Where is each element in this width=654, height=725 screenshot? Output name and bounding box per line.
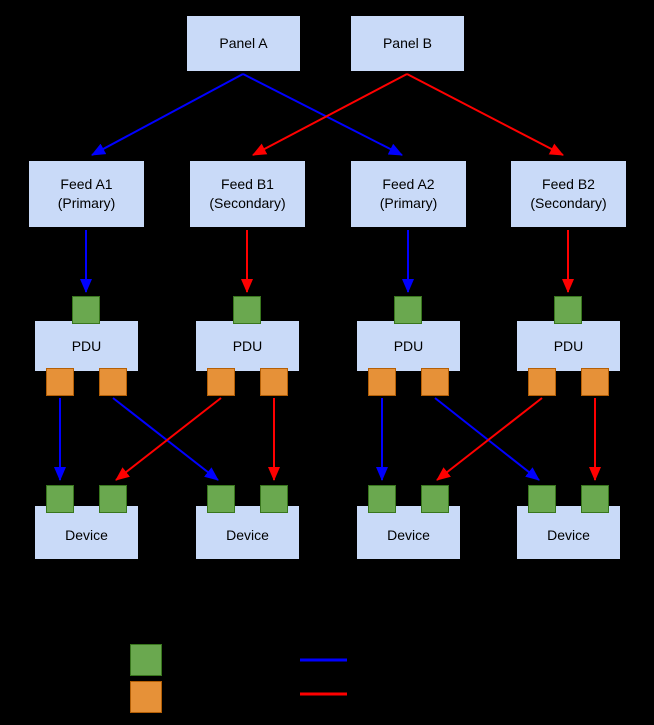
feed-a2-box: Feed A2 (Primary) (350, 160, 467, 228)
feed-b1-box: Feed B1 (Secondary) (189, 160, 306, 228)
device1-input-port-left (46, 485, 74, 513)
device4-input-port-left (528, 485, 556, 513)
device3-label: Device (387, 527, 430, 544)
pdu3-output-port-left (368, 368, 396, 396)
pdu3-output-port-right (421, 368, 449, 396)
arrow-pdu2-to-device1 (115, 397, 222, 481)
legend-output-port-swatch (130, 681, 162, 713)
arrow-pdu3-to-device4 (434, 397, 540, 481)
pdu4-output-port-right (581, 368, 609, 396)
feed-b2-box: Feed B2 (Secondary) (510, 160, 627, 228)
device2-input-port-left (207, 485, 235, 513)
pdu1-input-port (72, 296, 100, 324)
pdu2-label: PDU (232, 337, 263, 354)
arrow-pdu1-to-device2 (112, 397, 219, 481)
pdu2-output-port-right (260, 368, 288, 396)
panel-b-box: Panel B (350, 15, 465, 72)
feed-b1-role: (Secondary) (209, 195, 286, 211)
pdu4-output-port-left (528, 368, 556, 396)
pdu3-box: PDU (356, 320, 461, 372)
device4-input-port-right (581, 485, 609, 513)
arrow-pdu4-to-device3 (436, 397, 543, 481)
legend-input-port-swatch (130, 644, 162, 676)
pdu4-box: PDU (516, 320, 621, 372)
device3-input-port-right (421, 485, 449, 513)
feed-a2-name: Feed A2 (382, 176, 435, 193)
device1-input-port-right (99, 485, 127, 513)
arrow-panel-a-to-feed-a2 (242, 73, 403, 156)
arrow-panel-b-to-feed-b2 (406, 73, 564, 156)
panel-b-label: Panel B (382, 35, 433, 52)
pdu1-box: PDU (34, 320, 139, 372)
feed-a1-box: Feed A1 (Primary) (28, 160, 145, 228)
feed-b2-name: Feed B2 (542, 176, 595, 193)
pdu1-output-port-right (99, 368, 127, 396)
pdu4-label: PDU (553, 337, 584, 354)
pdu3-label: PDU (393, 337, 424, 354)
device2-label: Device (226, 527, 269, 544)
device1-label: Device (65, 527, 108, 544)
feed-b2-role: (Secondary) (530, 195, 607, 211)
device4-label: Device (547, 527, 590, 544)
device2-input-port-right (260, 485, 288, 513)
device3-box: Device (356, 505, 461, 560)
pdu1-label: PDU (71, 337, 102, 354)
pdu1-output-port-left (46, 368, 74, 396)
panel-a-label: Panel A (219, 35, 268, 52)
arrow-panel-b-to-feed-b1 (252, 73, 408, 156)
arrow-panel-a-to-feed-a1 (91, 73, 244, 156)
feed-a2-role: (Primary) (379, 195, 438, 211)
pdu2-output-port-left (207, 368, 235, 396)
feed-b1-name: Feed B1 (221, 176, 274, 193)
device1-box: Device (34, 505, 139, 560)
device2-box: Device (195, 505, 300, 560)
device3-input-port-left (368, 485, 396, 513)
pdu2-input-port (233, 296, 261, 324)
pdu3-input-port (394, 296, 422, 324)
panel-a-box: Panel A (186, 15, 301, 72)
feed-a1-name: Feed A1 (60, 176, 113, 193)
device4-box: Device (516, 505, 621, 560)
feed-a1-role: (Primary) (57, 195, 116, 211)
pdu2-box: PDU (195, 320, 300, 372)
pdu4-input-port (554, 296, 582, 324)
